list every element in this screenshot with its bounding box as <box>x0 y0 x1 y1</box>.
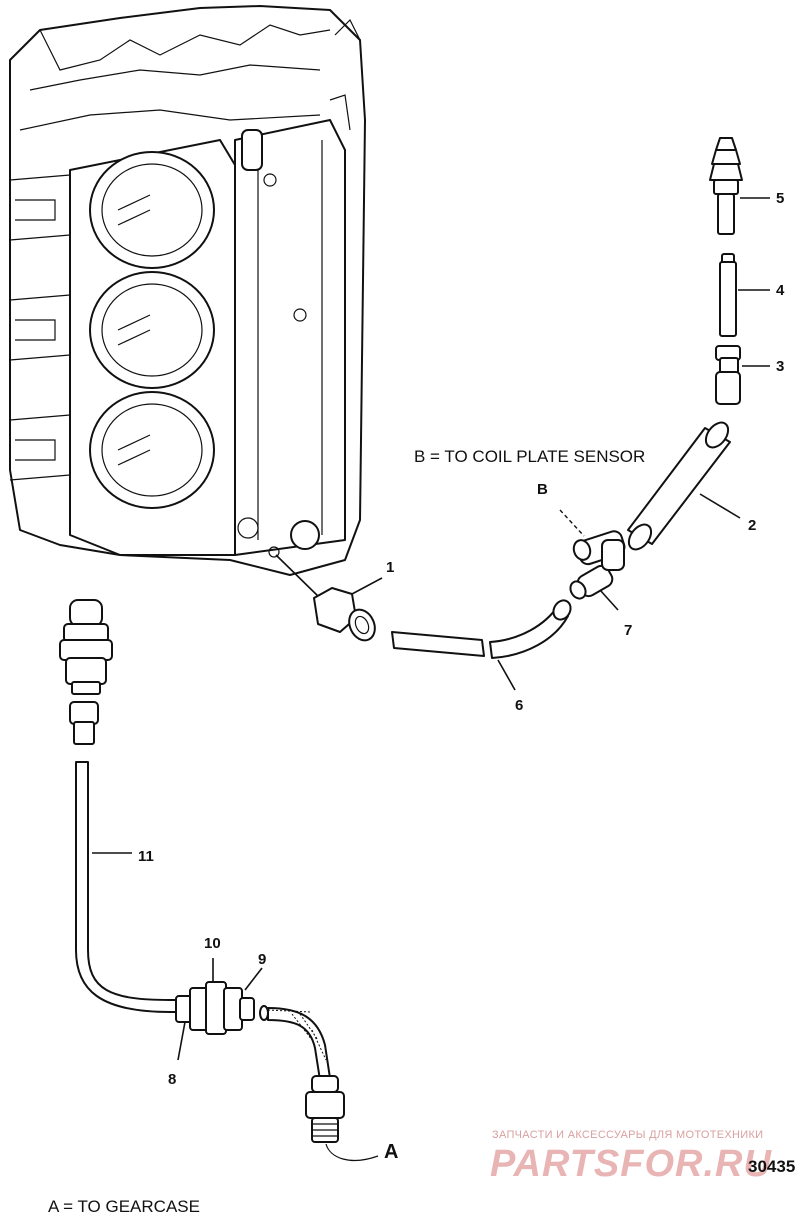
part-5-nipple <box>709 137 770 235</box>
part-6-hose <box>391 599 572 691</box>
part-3-coupler <box>715 345 770 405</box>
callout-4: 4 <box>776 282 785 299</box>
callout-3: 3 <box>776 358 784 375</box>
watermark-subtitle: ЗАПЧАСТИ И АКСЕССУАРЫ ДЛЯ МОТОТЕХНИКИ <box>492 1129 763 1141</box>
callout-6: 6 <box>515 697 523 714</box>
part-7-tee <box>559 509 626 611</box>
lower-fitting <box>305 1075 379 1162</box>
inline-fitting <box>175 958 269 1061</box>
callout-7: 7 <box>624 622 632 639</box>
callout-11: 11 <box>138 848 154 865</box>
lower-hose <box>267 1007 331 1081</box>
note-gearcase: A = TO GEARCASE <box>48 1197 200 1216</box>
watermark-brand: PARTSFOR.RU <box>490 1143 772 1185</box>
callout-a: A <box>384 1141 398 1163</box>
figure-code: 30435 <box>748 1157 795 1176</box>
part-2-hose <box>627 421 741 551</box>
callout-1: 1 <box>386 559 394 576</box>
callout-10: 10 <box>204 935 221 952</box>
sensor-fitting-upper <box>59 599 113 745</box>
part-4-pin <box>719 253 770 337</box>
engine-block <box>9 5 366 576</box>
part-11-hose <box>75 761 179 1013</box>
watermark: ЗАПЧАСТИ И АКСЕССУАРЫ ДЛЯ МОТОТЕХНИКИ PA… <box>490 1129 772 1185</box>
callout-2: 2 <box>748 517 756 534</box>
note-coil-plate: B = TO COIL PLATE SENSOR <box>414 447 645 466</box>
callout-9: 9 <box>258 951 266 968</box>
callout-8: 8 <box>168 1071 176 1088</box>
callout-b: B <box>537 481 548 498</box>
part-1-fitting <box>275 554 383 642</box>
callout-5: 5 <box>776 190 784 207</box>
